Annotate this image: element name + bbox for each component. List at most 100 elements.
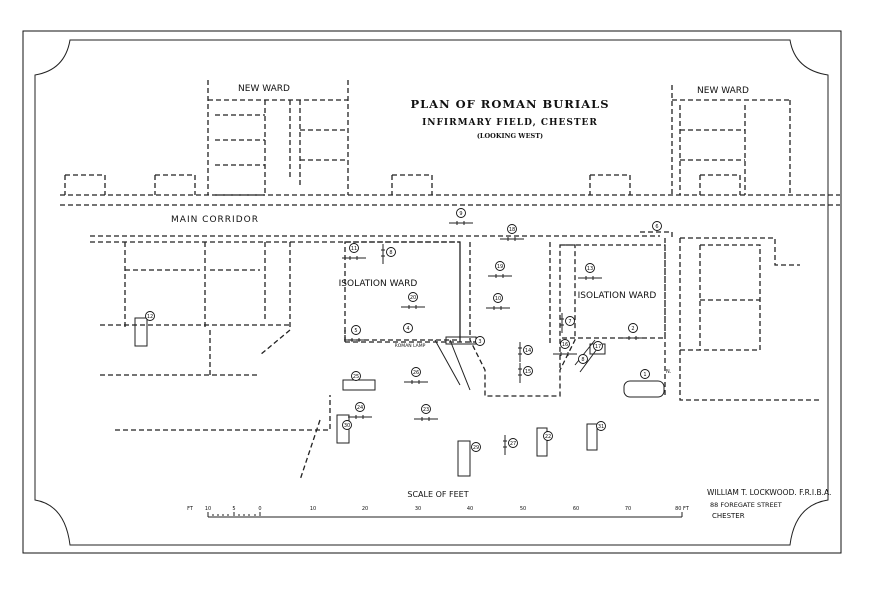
burial-marker: 3 bbox=[475, 336, 485, 346]
scale-tick-label: 70 bbox=[625, 506, 631, 512]
burial-number: 7 bbox=[568, 319, 571, 325]
plan-title: PLAN OF ROMAN BURIALS bbox=[410, 97, 609, 111]
burial-marker: 23 bbox=[414, 404, 438, 421]
label-main-corridor: MAIN CORRIDOR bbox=[171, 215, 259, 225]
burial-number: 26 bbox=[413, 370, 419, 376]
burial-number: 3 bbox=[478, 339, 481, 345]
signature-city: CHESTER bbox=[712, 512, 745, 520]
burial-marker: 29 bbox=[471, 442, 481, 452]
label-new-ward-right: NEW WARD bbox=[697, 86, 749, 96]
burial-marker: 8 bbox=[381, 244, 396, 264]
burial-number: 2 bbox=[631, 326, 634, 332]
burial-marker: 5 bbox=[344, 325, 368, 342]
signature-name: WILLIAM T. LOCKWOOD. F.R.I.B.A. bbox=[707, 488, 831, 497]
burial-marker: 1 bbox=[640, 369, 650, 379]
skeleton-icon bbox=[381, 244, 385, 264]
burial-number: 30 bbox=[344, 423, 350, 429]
burial-marker: 10 bbox=[486, 293, 510, 310]
burial-number: 25 bbox=[353, 374, 359, 380]
label-isolation-ward-right: ISOLATION WARD bbox=[578, 291, 657, 301]
label-new-ward-left: NEW WARD bbox=[238, 84, 290, 94]
skeleton-icon bbox=[348, 415, 372, 419]
plan-orientation: (LOOKING WEST) bbox=[477, 132, 543, 140]
outer-frame bbox=[22, 30, 842, 554]
skeleton-icon bbox=[488, 274, 512, 278]
inner-border bbox=[34, 39, 829, 546]
burial-marker: 2 bbox=[621, 323, 645, 340]
burial-marker: 4 bbox=[403, 323, 413, 333]
burial-number: 14 bbox=[525, 348, 531, 354]
burial-number: 8 bbox=[581, 357, 584, 363]
scale-tick-label: 10 bbox=[310, 506, 316, 512]
burial-number: 29 bbox=[473, 445, 479, 451]
scale-tick-label: 30 bbox=[415, 506, 421, 512]
burial-number: 24 bbox=[357, 405, 363, 411]
skeleton-icon bbox=[500, 237, 524, 241]
burial-number: 11 bbox=[351, 246, 357, 252]
burial-marker: 14 bbox=[518, 342, 533, 362]
burial-marker: 13 bbox=[578, 263, 602, 280]
burial-number: 5 bbox=[354, 328, 357, 334]
burial-marker: 8 bbox=[578, 354, 588, 364]
burial-marker: 18 bbox=[500, 224, 524, 241]
scale-tick-label: 60 bbox=[573, 506, 579, 512]
burial-marker: 27 bbox=[503, 435, 518, 455]
burial-number: 23 bbox=[423, 407, 429, 413]
graves bbox=[134, 317, 665, 477]
skeleton-icon bbox=[503, 435, 507, 455]
burial-number: 16 bbox=[562, 342, 568, 348]
skeleton-icon bbox=[401, 305, 425, 309]
skeleton-icon bbox=[518, 363, 522, 383]
scale-tick-label: 50 bbox=[520, 506, 526, 512]
burial-marker: 7 bbox=[560, 313, 575, 333]
skeleton-icon bbox=[621, 336, 645, 340]
scale-tick-label: 5 bbox=[232, 506, 235, 512]
skeleton-icon bbox=[344, 338, 368, 342]
burial-number: 4 bbox=[406, 326, 409, 332]
burial-number: 8 bbox=[389, 250, 392, 256]
burial-marker: 24 bbox=[348, 402, 372, 419]
burial-number: 18 bbox=[509, 227, 515, 233]
burial-number: 9 bbox=[459, 211, 462, 217]
burial-number: 10 bbox=[495, 296, 501, 302]
scale-tick-label: 0 bbox=[258, 506, 261, 512]
skeleton-icon bbox=[553, 352, 577, 356]
burial-marker: 12 bbox=[145, 311, 155, 321]
skeleton-icon bbox=[404, 380, 428, 384]
burial-number: 31 bbox=[598, 424, 604, 430]
burial-marker: 22 bbox=[543, 431, 553, 441]
skeleton-icon bbox=[486, 306, 510, 310]
burial-marker: 16 bbox=[553, 339, 577, 356]
burial-marker: 20 bbox=[401, 292, 425, 309]
skeleton-icon bbox=[342, 256, 366, 260]
scale-title: SCALE OF FEET bbox=[407, 490, 468, 499]
plan-subtitle: INFIRMARY FIELD, CHESTER bbox=[422, 118, 598, 128]
corridor-walls bbox=[90, 231, 820, 481]
burial-number: 27 bbox=[510, 441, 516, 447]
skeleton-icon bbox=[414, 417, 438, 421]
burial-number: 22 bbox=[545, 434, 551, 440]
burial-number: 6 bbox=[655, 224, 658, 230]
burial-marker: 30 bbox=[342, 420, 352, 430]
burial-marker: 11 bbox=[342, 243, 366, 260]
burial-markers: 9 18 6 11 8 19 13 20 10 7 5 4 3 2 16 17 14 15 8 12 25 26 24 23 1… bbox=[145, 208, 662, 455]
burial-number: 15 bbox=[525, 369, 531, 375]
burial-number: 12 bbox=[147, 314, 153, 320]
scale-tick-label: FT bbox=[187, 506, 194, 512]
burial-number: 19 bbox=[497, 264, 503, 270]
burial-number: 13 bbox=[587, 266, 593, 272]
burial-number: 20 bbox=[410, 295, 416, 301]
signature-address: 88 FOREGATE STREET bbox=[710, 501, 782, 509]
burial-number: 17 bbox=[595, 344, 601, 350]
label-isolation-ward-left: ISOLATION WARD bbox=[339, 279, 418, 289]
burial-number: 1 bbox=[643, 372, 646, 378]
burial-marker: 9 bbox=[449, 208, 473, 225]
label-roman-lamp: ROMAN LAMP bbox=[395, 343, 426, 349]
scale-tick-label: 80 FT bbox=[675, 506, 690, 512]
burial-marker: 15 bbox=[518, 363, 533, 383]
scale-tick-label: 20 bbox=[362, 506, 368, 512]
skeleton-icon bbox=[449, 221, 473, 225]
skeleton-icon bbox=[518, 342, 522, 362]
burial-marker: 19 bbox=[488, 261, 512, 278]
